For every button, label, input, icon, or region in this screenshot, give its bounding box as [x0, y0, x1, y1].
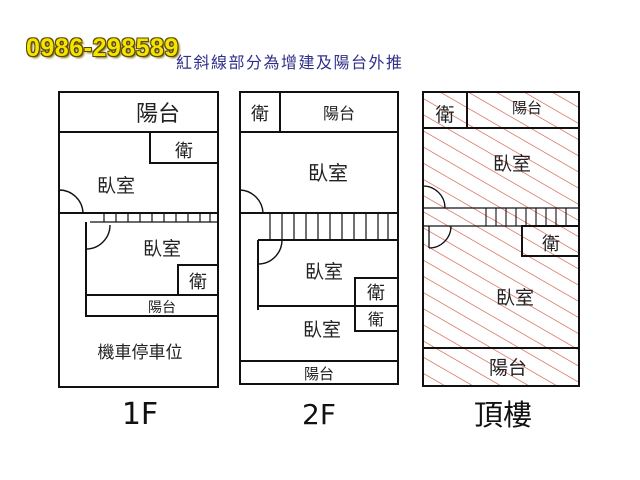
floor-label-1f: 1F	[122, 397, 158, 432]
door-swing	[422, 185, 446, 209]
room-label: 臥室	[496, 287, 534, 309]
floor-label-2f: 2F	[302, 398, 336, 431]
door-swing	[239, 189, 264, 214]
stairs	[90, 213, 218, 223]
room-label: 臥室	[308, 161, 348, 185]
door-swing	[85, 224, 111, 250]
room-label: 陽台	[136, 102, 180, 127]
room-label: 陽台	[304, 365, 334, 383]
phone-number: 0986-298589	[26, 34, 179, 62]
bath-box	[521, 225, 580, 257]
bath-box	[354, 305, 399, 332]
room-label: 臥室	[97, 175, 135, 197]
balcony-box	[85, 294, 219, 317]
floor-2f-plan	[239, 91, 399, 385]
hatch-note: 紅斜線部分為增建及陽台外推	[176, 53, 404, 72]
room-label: 機車停車位	[98, 343, 183, 363]
stairs	[269, 213, 389, 240]
room-label: 臥室	[493, 153, 531, 175]
hatch-area	[423, 92, 579, 386]
room-label: 臥室	[305, 261, 343, 283]
floor-2f-outline	[239, 91, 399, 385]
floor-roof-plan	[422, 91, 580, 387]
room-label: 衛	[175, 141, 193, 162]
floor-1f-plan	[58, 91, 219, 388]
room-label: 陽台	[489, 357, 527, 379]
room-label: 衛	[368, 310, 384, 329]
door-swing	[257, 239, 283, 265]
room-label: 臥室	[303, 319, 341, 341]
room-label: 陽台	[323, 104, 355, 123]
floor-label-roof: 頂樓	[474, 398, 532, 432]
room-label: 臥室	[143, 238, 181, 260]
door-swing	[58, 189, 84, 214]
bath-box	[149, 131, 219, 164]
door-swing	[428, 225, 452, 249]
room-label: 衛	[435, 104, 454, 126]
room-label: 衛	[367, 283, 385, 304]
room-label: 陽台	[512, 99, 542, 117]
stairs	[485, 208, 567, 226]
floor-1f-outline	[58, 91, 219, 388]
room-label: 陽台	[148, 300, 176, 316]
room-label: 衛	[251, 104, 269, 125]
room-label: 衛	[189, 272, 207, 293]
bath-box	[422, 91, 468, 129]
room-label: 衛	[542, 234, 560, 255]
